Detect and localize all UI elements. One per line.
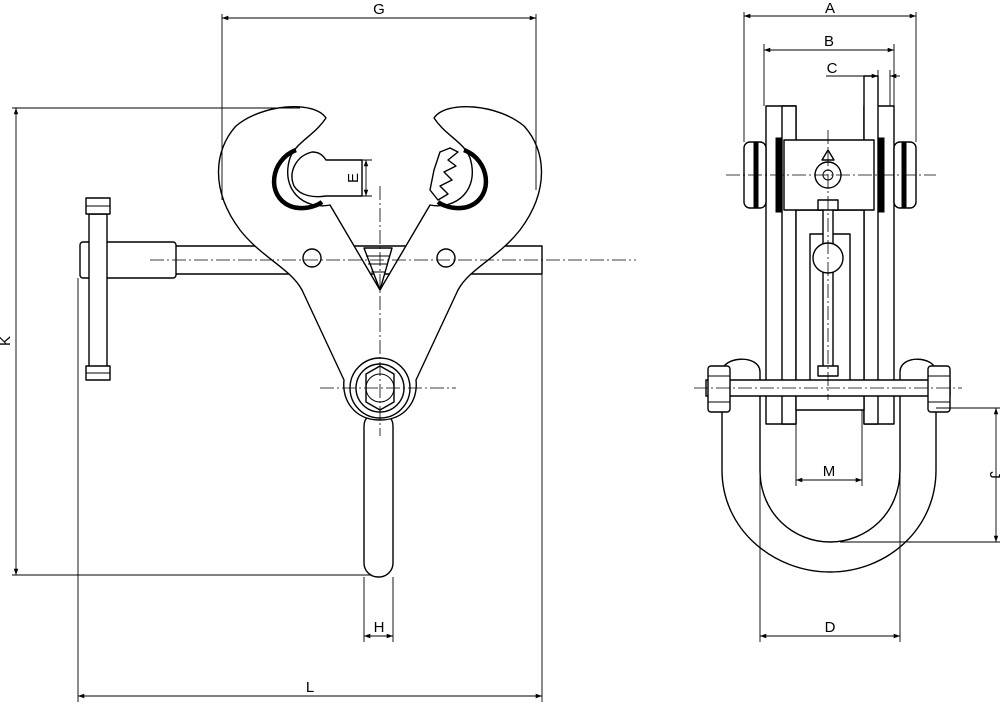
center-wedge bbox=[363, 247, 393, 291]
dimension-b-label: B bbox=[824, 33, 834, 50]
tommy-bar bbox=[88, 213, 108, 373]
dimension-h-label: H bbox=[374, 619, 385, 636]
dimension-e-label: E bbox=[345, 173, 362, 183]
right-inner-plate bbox=[863, 75, 879, 425]
dimension-a-label: A bbox=[825, 0, 835, 17]
shackle-right-nut bbox=[927, 365, 951, 413]
dimension-l-label: L bbox=[306, 679, 314, 696]
right-pivot-hole bbox=[436, 248, 456, 268]
left-jaw-liner bbox=[272, 147, 324, 211]
dimension-j-label: J bbox=[986, 471, 1000, 479]
shackle-left-nut bbox=[707, 365, 731, 413]
lower-handle-bar bbox=[363, 411, 394, 578]
right-jaw-teeth bbox=[429, 147, 459, 201]
left-pivot-hole bbox=[302, 248, 322, 268]
shackle bbox=[721, 358, 937, 573]
dimension-k-label: K bbox=[0, 336, 14, 346]
dimension-g-label: G bbox=[373, 1, 385, 18]
left-jaw-insert bbox=[291, 151, 363, 198]
dimension-d-label: D bbox=[825, 619, 836, 636]
dimension-m-label: M bbox=[823, 463, 836, 480]
right-jaw-liner bbox=[436, 147, 488, 211]
front-view: G K E H L bbox=[0, 1, 636, 702]
dimension-c-label: C bbox=[827, 60, 838, 77]
side-view: A B C M J D bbox=[694, 0, 1000, 642]
